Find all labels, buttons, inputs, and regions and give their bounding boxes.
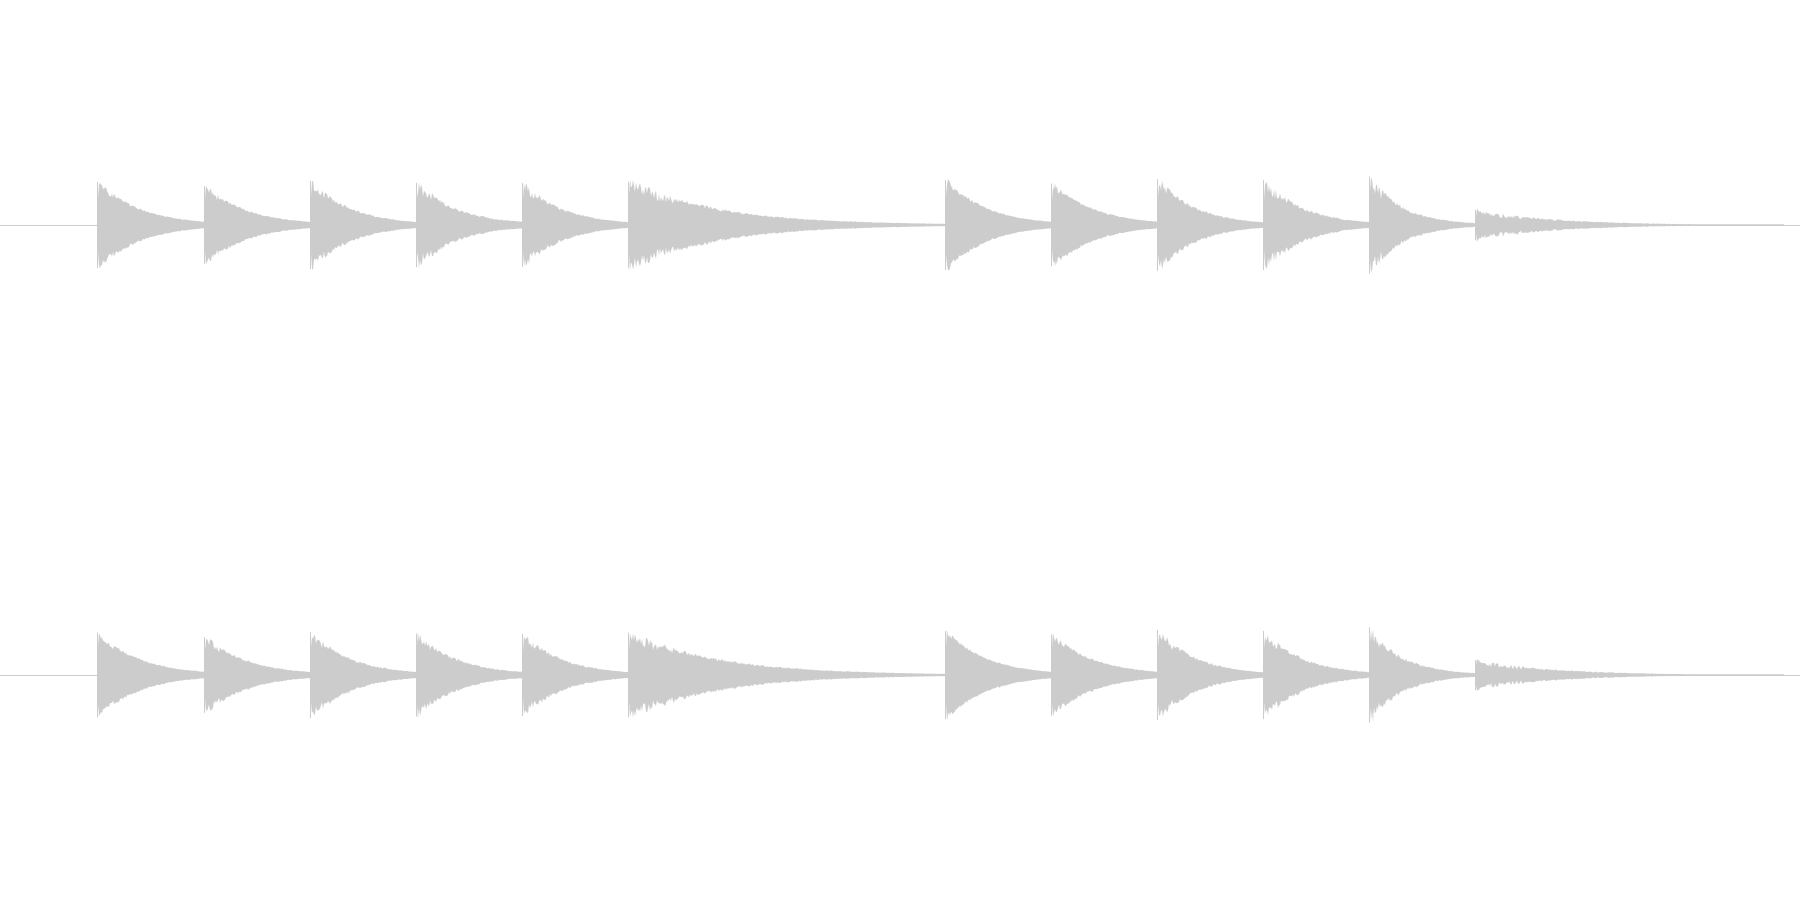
note-envelope <box>945 630 1051 721</box>
note-envelope <box>310 180 416 271</box>
note-envelope <box>204 185 310 265</box>
note-envelope <box>204 638 310 711</box>
note-envelope <box>97 182 204 269</box>
note-envelope <box>522 635 628 715</box>
note-envelope <box>1051 183 1157 267</box>
note-envelope <box>310 635 416 716</box>
note-envelope <box>1475 208 1784 242</box>
waveform-channel-2 <box>0 627 1800 723</box>
note-envelope <box>416 631 522 719</box>
note-envelope <box>416 182 522 269</box>
note-envelope <box>1263 635 1369 715</box>
note-envelope <box>522 183 628 268</box>
note-envelope <box>1369 178 1475 272</box>
note-envelope <box>1475 659 1784 692</box>
note-envelope <box>1051 632 1157 717</box>
note-envelope <box>1369 628 1475 722</box>
note-envelope <box>1157 180 1263 270</box>
waveform-channel-1 <box>0 176 1800 274</box>
note-envelope <box>97 633 204 716</box>
note-envelope <box>628 633 945 718</box>
note-envelope <box>945 178 1051 271</box>
note-envelope <box>628 179 945 271</box>
note-envelope <box>1157 633 1263 717</box>
note-envelope <box>1263 181 1369 269</box>
